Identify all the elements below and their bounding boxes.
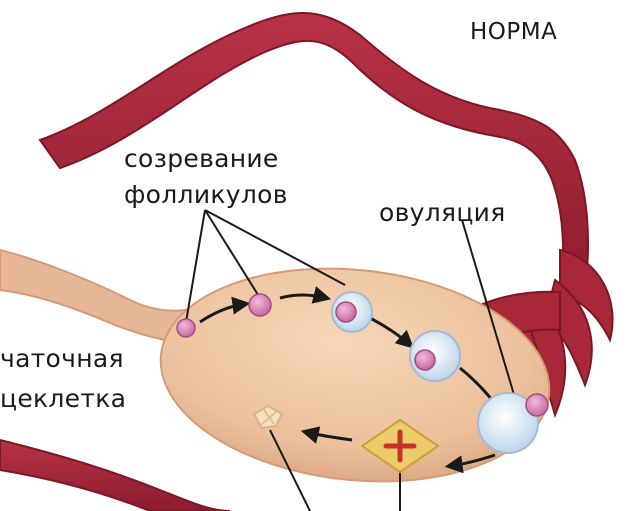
label-follicle-maturation-line2: фолликулов xyxy=(124,178,288,212)
ovary xyxy=(150,250,560,500)
follicle-primary xyxy=(249,294,271,316)
follicle-secondary xyxy=(332,292,372,332)
ovarian-ligament xyxy=(0,250,185,345)
label-ovary-ligament-line1: чаточная xyxy=(0,342,124,376)
released-oocyte xyxy=(526,394,548,416)
follicle-antral xyxy=(410,331,460,381)
label-ovary-ligament-line2: цеклетка xyxy=(0,382,126,416)
fallopian-tube-lower xyxy=(0,440,230,511)
fallopian-tube xyxy=(40,13,588,300)
follicle-primordial xyxy=(177,319,195,337)
label-follicle-maturation-line1: созревание xyxy=(124,142,279,176)
diagram-title: НОРМА xyxy=(470,18,557,46)
label-ovulation: овуляция xyxy=(379,196,506,230)
